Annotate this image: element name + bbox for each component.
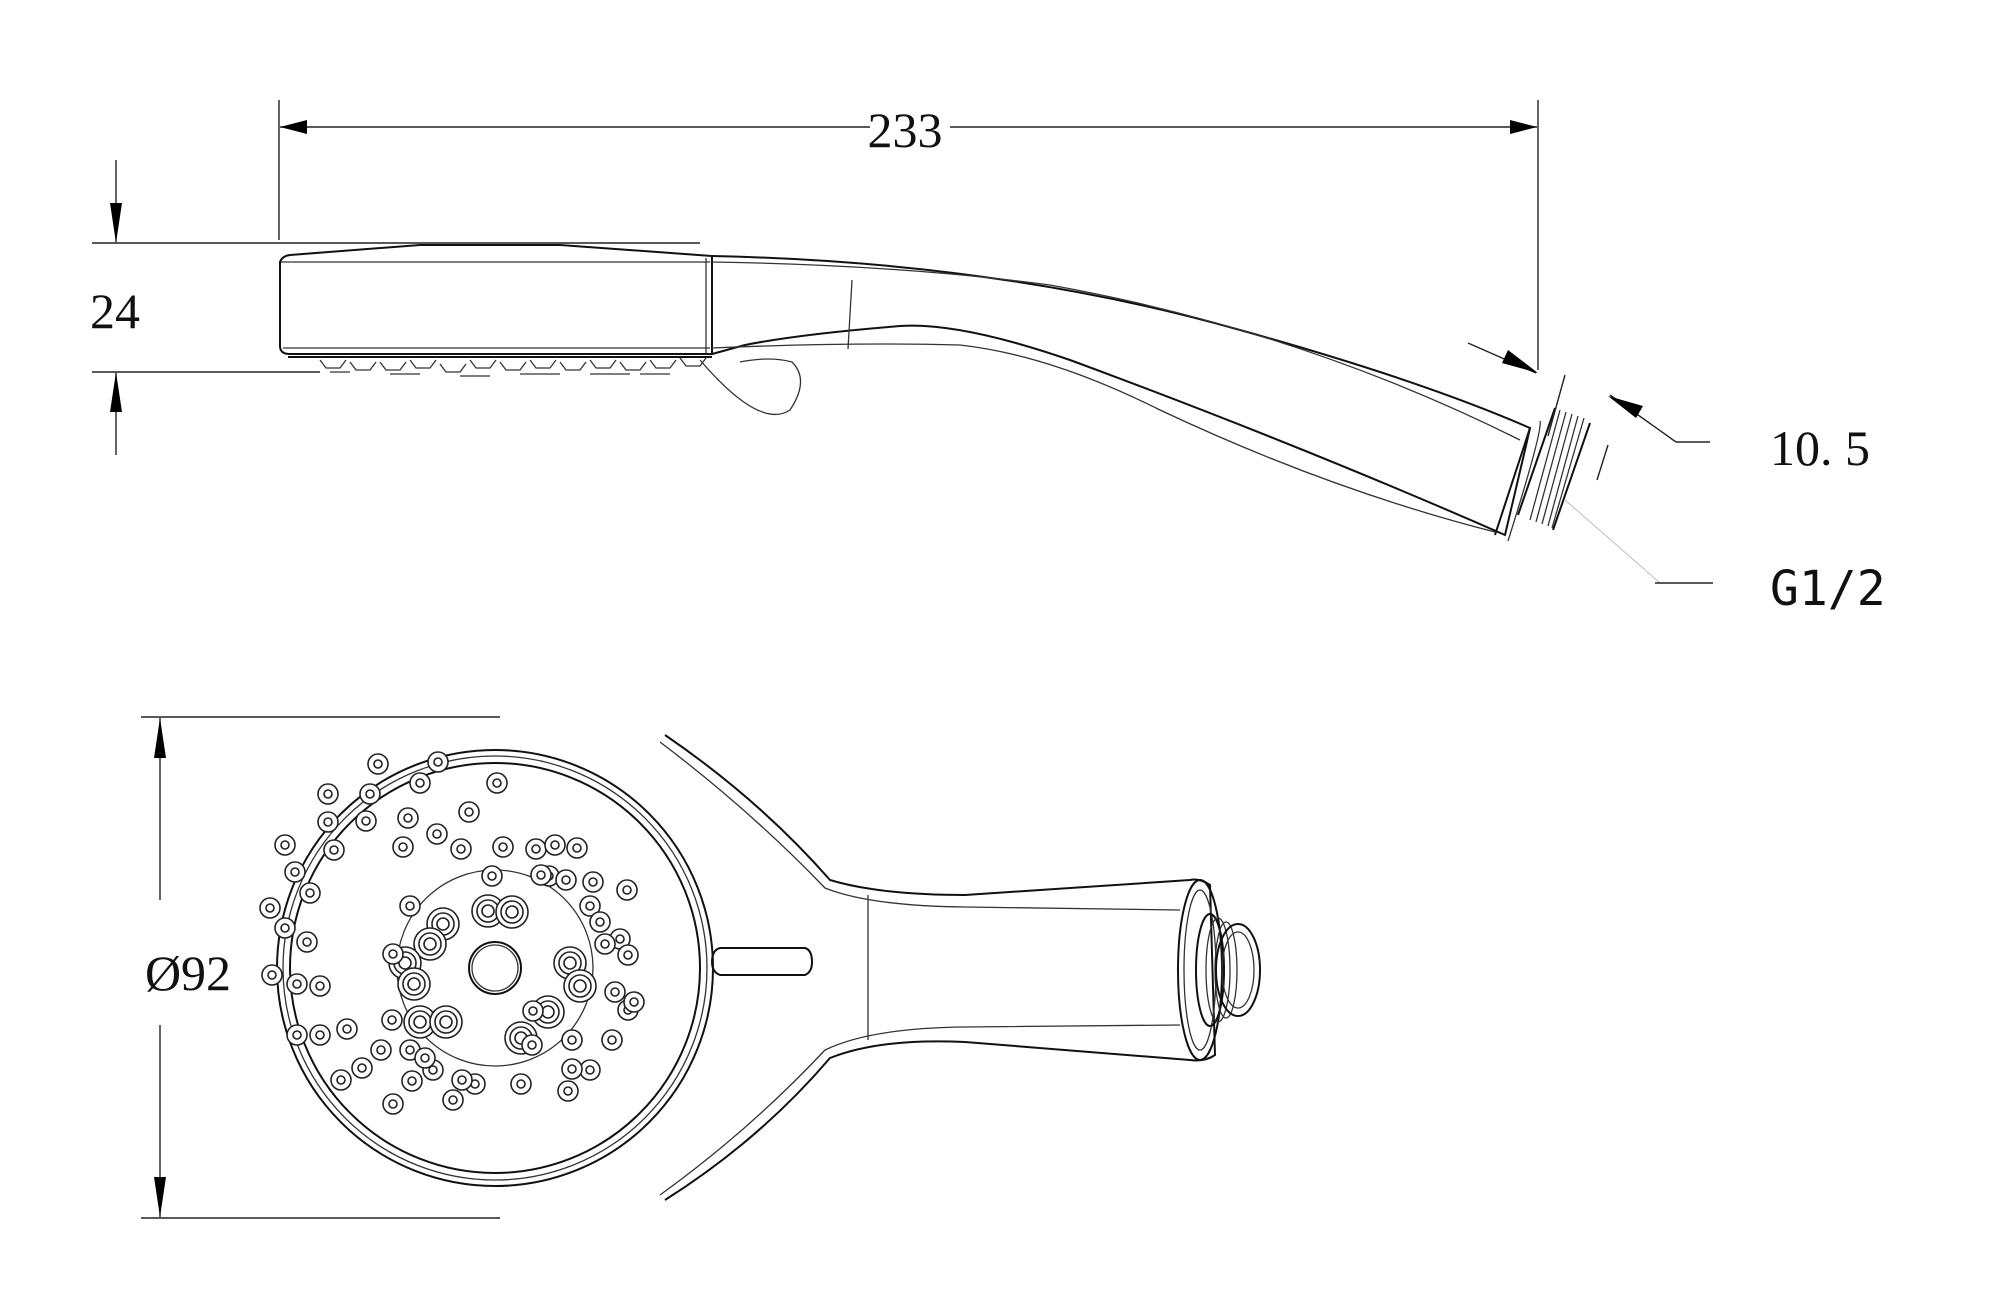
length-label: 233 <box>868 102 943 158</box>
thread-length-label: 10. 5 <box>1770 420 1870 476</box>
front-view: Ø92 <box>141 716 1261 1219</box>
thickness-dimension: 24 <box>90 160 700 455</box>
diameter-label: Ø92 <box>145 945 231 1001</box>
thickness-label: 24 <box>90 283 140 339</box>
handle-side <box>711 255 1532 537</box>
diameter-dimension: Ø92 <box>141 716 500 1219</box>
length-dimension: 233 <box>278 100 1539 370</box>
connector-front <box>1177 879 1261 1061</box>
center-nozzles <box>388 894 597 1055</box>
handle-front <box>659 734 1217 1201</box>
side-view: 233 24 <box>90 100 1886 617</box>
thread-type-label: G1/2 <box>1770 561 1886 617</box>
shower-head-side <box>279 244 802 415</box>
thread-connector <box>1494 374 1609 542</box>
thread-type-callout: G1/2 <box>1564 499 1886 617</box>
side-nozzles <box>319 357 707 377</box>
thread-length-dimension: 10. 5 <box>1467 342 1870 476</box>
